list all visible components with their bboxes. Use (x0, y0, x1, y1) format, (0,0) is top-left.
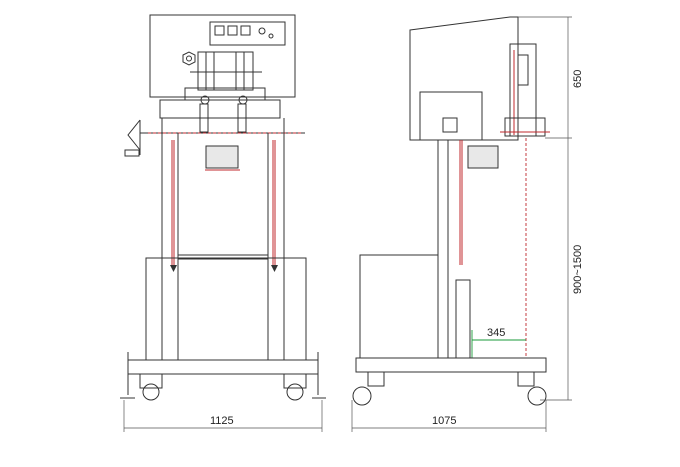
front-base (127, 359, 319, 375)
crank-handle-icon (124, 149, 140, 157)
caster-side-right (517, 371, 535, 387)
side-lower-box (359, 254, 439, 359)
side-cylinder (517, 54, 529, 86)
wheel-side-left (352, 386, 372, 406)
wheel-front-right (286, 383, 304, 401)
dim-offset: 345 (487, 327, 505, 339)
nut-hole (186, 55, 192, 62)
side-panel (419, 91, 483, 141)
cylinder-left (199, 103, 209, 133)
caster-front-right (283, 373, 307, 389)
side-view (351, 16, 572, 432)
front-lower-box (145, 257, 307, 361)
dim-top-height: 650 (572, 70, 584, 88)
indicator-light-2 (268, 33, 274, 39)
dim-height-range: 900~1500 (572, 245, 584, 294)
front-view (120, 14, 326, 432)
screw-tip-left (170, 265, 177, 272)
crank-arm (127, 119, 141, 151)
control-knob-1 (214, 25, 225, 36)
side-column-cap (442, 117, 458, 133)
wheel-front-left (142, 383, 160, 401)
control-knob-2 (227, 25, 238, 36)
caster-front-left (139, 373, 163, 389)
control-knob-3 (240, 25, 251, 36)
sealing-head (197, 51, 254, 91)
cylinder-right (237, 103, 247, 133)
caster-side-left (367, 371, 385, 387)
dim-side-width: 1075 (432, 415, 456, 427)
indicator-light (258, 27, 266, 35)
mid-plate (159, 99, 281, 119)
side-sealer-bracket (504, 117, 546, 137)
screw-tip-right (271, 265, 278, 272)
control-panel (209, 21, 286, 46)
side-upright (455, 279, 471, 359)
hex-nut-icon (182, 51, 196, 66)
wheel-side-right (527, 386, 547, 406)
side-sensor-box (467, 145, 499, 169)
dim-front-width: 1125 (210, 415, 234, 427)
sensor-box (205, 145, 239, 169)
side-base (355, 357, 547, 373)
